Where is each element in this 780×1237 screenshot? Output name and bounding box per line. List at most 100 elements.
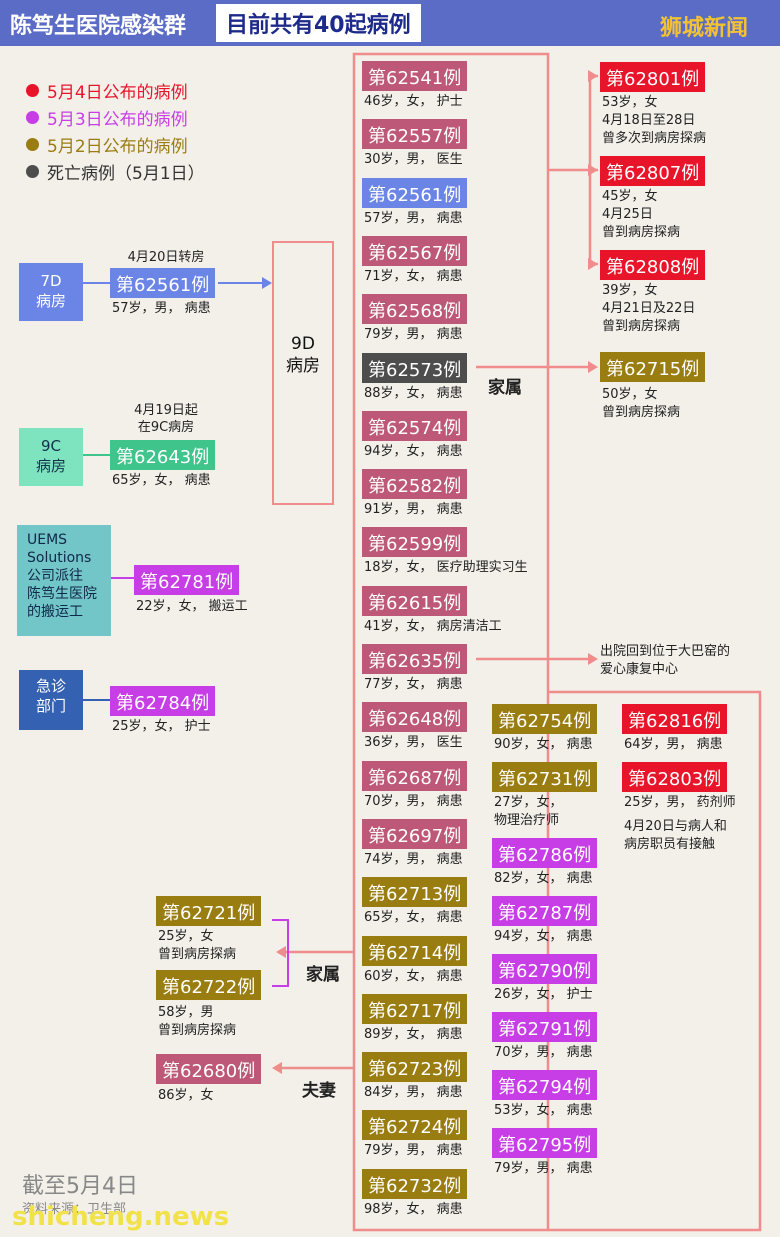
case-62801: 第62801例 (600, 62, 706, 92)
rehab-note: 出院回到位于大巴窑的 爱心康复中心 (600, 644, 731, 677)
case-desc: 27岁，女， 物理治疗师 (494, 795, 563, 828)
case-box: 第62795例 (492, 1128, 598, 1158)
case-desc: 84岁，男， 病患 (364, 1085, 463, 1100)
case-desc: 79岁，男， 病患 (494, 1161, 593, 1176)
case-desc: 90岁，女， 病患 (494, 737, 593, 752)
ward-7d: 7D 病房 (19, 263, 83, 321)
family-label-2: 家属 (306, 965, 340, 985)
site-watermark: shicheng.news (12, 1202, 230, 1232)
case-box: 第62567例 (362, 236, 468, 266)
page-subtitle: 目前共有40起病例 (216, 4, 421, 42)
case-box: 第62573例 (362, 353, 468, 383)
legend-label: 5月4日公布的病例 (47, 83, 188, 103)
source-note: 资料来源：卫生部 (22, 1202, 127, 1217)
case-box: 第62786例 (492, 838, 598, 868)
family-label: 家属 (488, 378, 522, 398)
transfer-note: 4月20日转房 (127, 250, 205, 265)
cluster-frame-extension (548, 690, 762, 1232)
legend-label: 5月2日公布的病例 (47, 137, 188, 157)
case-62561-left: 第62561例 (110, 268, 216, 298)
case-desc: 70岁，男， 病患 (494, 1045, 593, 1060)
brand-logo: 狮城新闻 (660, 16, 749, 41)
purple-dot-icon (26, 111, 39, 124)
case-desc: 60岁，女， 病患 (364, 969, 463, 984)
spouse-label: 夫妻 (302, 1081, 336, 1101)
case-box: 第62541例 (362, 61, 468, 91)
case-62721: 第62721例 (156, 896, 262, 926)
case-desc: 26岁，女， 护士 (494, 987, 593, 1002)
case-62722: 第62722例 (156, 970, 262, 1000)
case-box: 第62582例 (362, 469, 468, 499)
case-desc: 94岁，女， 病患 (494, 929, 593, 944)
ward-9c: 9C 病房 (19, 428, 83, 486)
case-desc: 89岁，女， 病患 (364, 1027, 463, 1042)
case-box: 第62723例 (362, 1052, 468, 1082)
case-box: 第62787例 (492, 896, 598, 926)
case-box: 第62697例 (362, 819, 468, 849)
case-desc: 53岁，女 4月18日至28日 曾多次到病房探病 (602, 95, 707, 146)
dark-dot-icon (26, 165, 39, 178)
case-box: 第62717例 (362, 994, 468, 1024)
case-box: 第62574例 (362, 411, 468, 441)
case-box: 第62791例 (492, 1012, 598, 1042)
case-box: 第62561例 (362, 178, 468, 208)
case-desc: 57岁，男， 病患 (364, 211, 463, 226)
case-desc: 18岁，女， 医疗助理实习生 (364, 560, 528, 575)
case-62781: 第62781例 (134, 565, 240, 595)
case-desc: 71岁，女， 病患 (364, 269, 463, 284)
since-note: 4月19日起 在9C病房 (134, 403, 198, 435)
legend-item: 死亡病例（5月1日） (26, 159, 205, 184)
case-box: 第62635例 (362, 644, 468, 674)
ward-uems: UEMS Solutions 公司派往 陈笃生医院 的搬运工 (17, 525, 111, 636)
ward-9d: 9D 病房 (272, 241, 334, 505)
case-desc: 25岁，女 曾到病房探病 (158, 929, 237, 962)
case-desc: 57岁，男， 病患 (112, 301, 211, 316)
case-62784: 第62784例 (110, 686, 216, 716)
case-desc: 39岁，女 4月21日及22日 曾到病房探病 (602, 283, 696, 334)
case-desc: 45岁，女 4月25日 曾到病房探病 (602, 189, 681, 240)
case-box: 第62790例 (492, 954, 598, 984)
legend-item: 5月4日公布的病例 (26, 78, 188, 103)
case-desc: 25岁，男， 药剂师 (624, 795, 736, 810)
case-62715: 第62715例 (600, 352, 706, 382)
case-62803: 第62803例 (622, 762, 728, 792)
case-desc: 30岁，男， 医生 (364, 152, 463, 167)
case-box: 第62599例 (362, 527, 468, 557)
legend-label: 死亡病例（5月1日） (47, 164, 205, 184)
legend-item: 5月3日公布的病例 (26, 105, 188, 130)
legend-label: 5月3日公布的病例 (47, 110, 188, 130)
contact-note: 4月20日与病人和 病房职员有接触 (624, 819, 727, 852)
case-desc: 98岁，女， 病患 (364, 1202, 463, 1217)
gold-dot-icon (26, 138, 39, 151)
case-desc: 25岁，女， 护士 (112, 719, 211, 734)
case-desc: 70岁，男， 病患 (364, 794, 463, 809)
case-desc: 22岁，女， 搬运工 (136, 599, 248, 614)
case-62680: 第62680例 (156, 1054, 262, 1084)
case-box: 第62724例 (362, 1110, 468, 1140)
case-box: 第62615例 (362, 586, 468, 616)
case-desc: 74岁，男， 病患 (364, 852, 463, 867)
case-desc: 65岁，女， 病患 (364, 910, 463, 925)
case-desc: 94岁，女， 病患 (364, 444, 463, 459)
case-box: 第62794例 (492, 1070, 598, 1100)
case-desc: 65岁，女， 病患 (112, 473, 211, 488)
cluster-frame (352, 52, 550, 1232)
case-desc: 36岁，男， 医生 (364, 735, 463, 750)
case-box: 第62713例 (362, 877, 468, 907)
case-box: 第62557例 (362, 119, 468, 149)
case-62807: 第62807例 (600, 156, 706, 186)
case-62643: 第62643例 (110, 440, 216, 470)
case-desc: 91岁，男， 病患 (364, 502, 463, 517)
case-desc: 88岁，女， 病患 (364, 386, 463, 401)
case-box: 第62648例 (362, 702, 468, 732)
case-box: 第62754例 (492, 704, 598, 734)
as-of-date: 截至5月4日 (22, 1174, 138, 1199)
case-box: 第62687例 (362, 761, 468, 791)
case-box: 第62568例 (362, 294, 468, 324)
case-desc: 79岁，男， 病患 (364, 1143, 463, 1158)
case-desc: 64岁，男， 病患 (624, 737, 723, 752)
case-desc: 50岁，女 曾到病房探病 (602, 387, 681, 420)
case-desc: 82岁，女， 病患 (494, 871, 593, 886)
case-desc: 53岁，女， 病患 (494, 1103, 593, 1118)
